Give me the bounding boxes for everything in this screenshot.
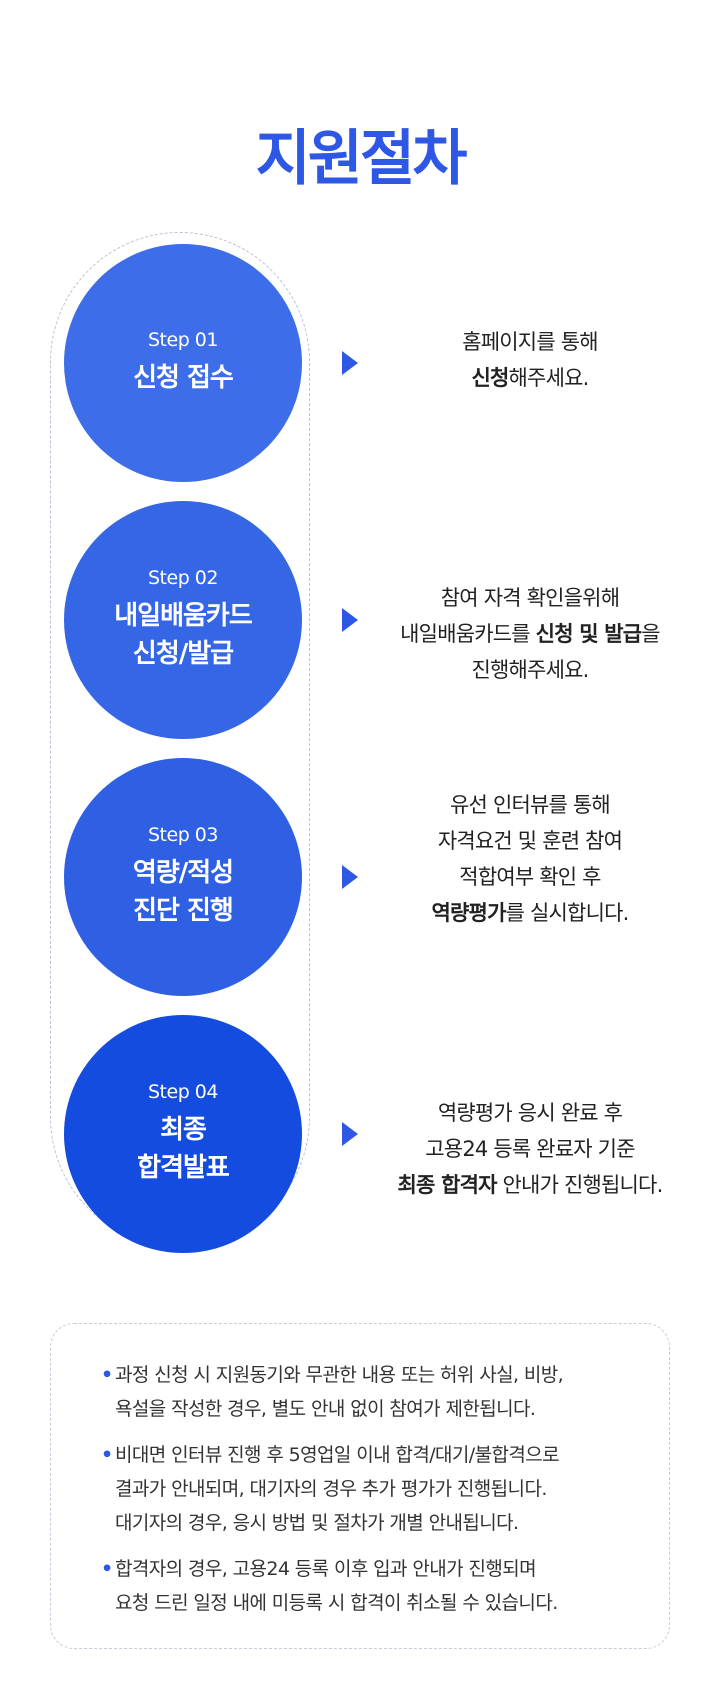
step-title-line: 신청/발급: [132, 639, 234, 669]
description-line: 진행해주세요.: [360, 652, 700, 688]
notice-line: 과정 신청 시 지원동기와 무관한 내용 또는 허위 사실, 비방,: [115, 1364, 564, 1386]
description-bold-text: 신청: [471, 366, 509, 390]
step-number: Step 04: [148, 1081, 218, 1103]
step-title: 신청 접수: [133, 359, 234, 397]
notice-line: 비대면 인터뷰 진행 후 5영업일 이내 합격/대기/불합격으로: [115, 1444, 560, 1466]
step-title-line: 합격발표: [137, 1153, 230, 1183]
step-description-3: 유선 인터뷰를 통해 자격요건 및 훈련 참여 적합여부 확인 후 역량평가를 …: [360, 787, 700, 931]
description-line: 자격요건 및 훈련 참여: [360, 823, 700, 859]
description-text: 안내가 진행됩니다.: [496, 1173, 664, 1197]
step-circle-2: Step 02 내일배움카드 신청/발급: [64, 501, 302, 739]
description-text: 진행해주세요.: [471, 658, 590, 682]
notice-line: 욕설을 작성한 경우, 별도 안내 없이 참여가 제한됩니다.: [115, 1398, 536, 1420]
description-line: 신청해주세요.: [360, 360, 700, 396]
description-line: 홈페이지를 통해: [360, 324, 700, 360]
notice-line: 요청 드린 일정 내에 미등록 시 합격이 취소될 수 있습니다.: [115, 1592, 558, 1614]
step-number: Step 02: [148, 567, 218, 589]
description-line: 내일배움카드를 신청 및 발급을: [360, 616, 700, 652]
description-text: 홈페이지를 통해: [462, 330, 598, 354]
arrow-right-icon: [342, 608, 358, 632]
description-line: 역량평가 응시 완료 후: [360, 1095, 700, 1131]
step-title-line: 최종: [160, 1115, 207, 1145]
description-text: 유선 인터뷰를 통해: [450, 793, 611, 817]
step-title: 최종 합격발표: [137, 1111, 230, 1187]
description-text: 고용24 등록 완료자 기준: [425, 1137, 635, 1161]
description-text: 을: [641, 622, 660, 646]
notice-item: • 비대면 인터뷰 진행 후 5영업일 이내 합격/대기/불합격으로 결과가 안…: [101, 1438, 625, 1540]
arrow-right-icon: [342, 351, 358, 375]
description-line: 유선 인터뷰를 통해: [360, 787, 700, 823]
description-text: 해주세요.: [508, 366, 590, 390]
description-text: 내일배움카드를: [400, 622, 536, 646]
step-circle-1: Step 01 신청 접수: [64, 244, 302, 482]
step-circle-3: Step 03 역량/적성 진단 진행: [64, 758, 302, 996]
description-text: 자격요건 및 훈련 참여: [437, 829, 623, 853]
description-line: 역량평가를 실시합니다.: [360, 895, 700, 931]
step-title-line: 내일배움카드: [114, 601, 253, 631]
notice-box: • 과정 신청 시 지원동기와 무관한 내용 또는 허위 사실, 비방, 욕설을…: [50, 1323, 670, 1649]
notice-line: 합격자의 경우, 고용24 등록 이후 입과 안내가 진행되며: [115, 1558, 537, 1580]
notice-item: • 과정 신청 시 지원동기와 무관한 내용 또는 허위 사실, 비방, 욕설을…: [101, 1358, 625, 1426]
step-title: 역량/적성 진단 진행: [132, 854, 234, 930]
step-title: 내일배움카드 신청/발급: [114, 597, 253, 673]
page-title: 지원절차: [255, 124, 468, 194]
description-line: 적합여부 확인 후: [360, 859, 700, 895]
notice-line: 결과가 안내되며, 대기자의 경우 추가 평가가 진행됩니다.: [115, 1478, 547, 1500]
description-bold-text: 신청 및 발급: [535, 622, 642, 646]
description-bold-text: 최종 합격자: [397, 1173, 498, 1197]
step-number: Step 03: [148, 824, 218, 846]
description-line: 고용24 등록 완료자 기준: [360, 1131, 700, 1167]
notice-item: • 합격자의 경우, 고용24 등록 이후 입과 안내가 진행되며 요청 드린 …: [101, 1552, 625, 1620]
bullet-dot-icon: •: [101, 1364, 113, 1386]
arrow-right-icon: [342, 1122, 358, 1146]
notice-line: 대기자의 경우, 응시 방법 및 절차가 개별 안내됩니다.: [115, 1512, 519, 1534]
step-number: Step 01: [148, 329, 218, 351]
description-text: 를 실시합니다.: [505, 901, 630, 925]
step-title-line: 역량/적성: [132, 858, 234, 888]
description-line: 최종 합격자 안내가 진행됩니다.: [360, 1167, 700, 1203]
step-description-2: 참여 자격 확인을위해 내일배움카드를 신청 및 발급을 진행해주세요.: [360, 580, 700, 688]
step-description-4: 역량평가 응시 완료 후 고용24 등록 완료자 기준 최종 합격자 안내가 진…: [360, 1095, 700, 1203]
bullet-dot-icon: •: [101, 1444, 113, 1466]
description-bold-text: 역량평가: [431, 901, 507, 925]
step-title-line: 신청 접수: [133, 363, 234, 393]
step-circle-4: Step 04 최종 합격발표: [64, 1015, 302, 1253]
description-line: 참여 자격 확인을위해: [360, 580, 700, 616]
description-text: 적합여부 확인 후: [459, 865, 601, 889]
description-text: 참여 자격 확인을위해: [440, 586, 620, 610]
step-description-1: 홈페이지를 통해 신청해주세요.: [360, 324, 700, 396]
bullet-dot-icon: •: [101, 1558, 113, 1580]
step-title-line: 진단 진행: [133, 896, 234, 926]
description-text: 역량평가 응시 완료 후: [437, 1101, 623, 1125]
arrow-right-icon: [342, 865, 358, 889]
